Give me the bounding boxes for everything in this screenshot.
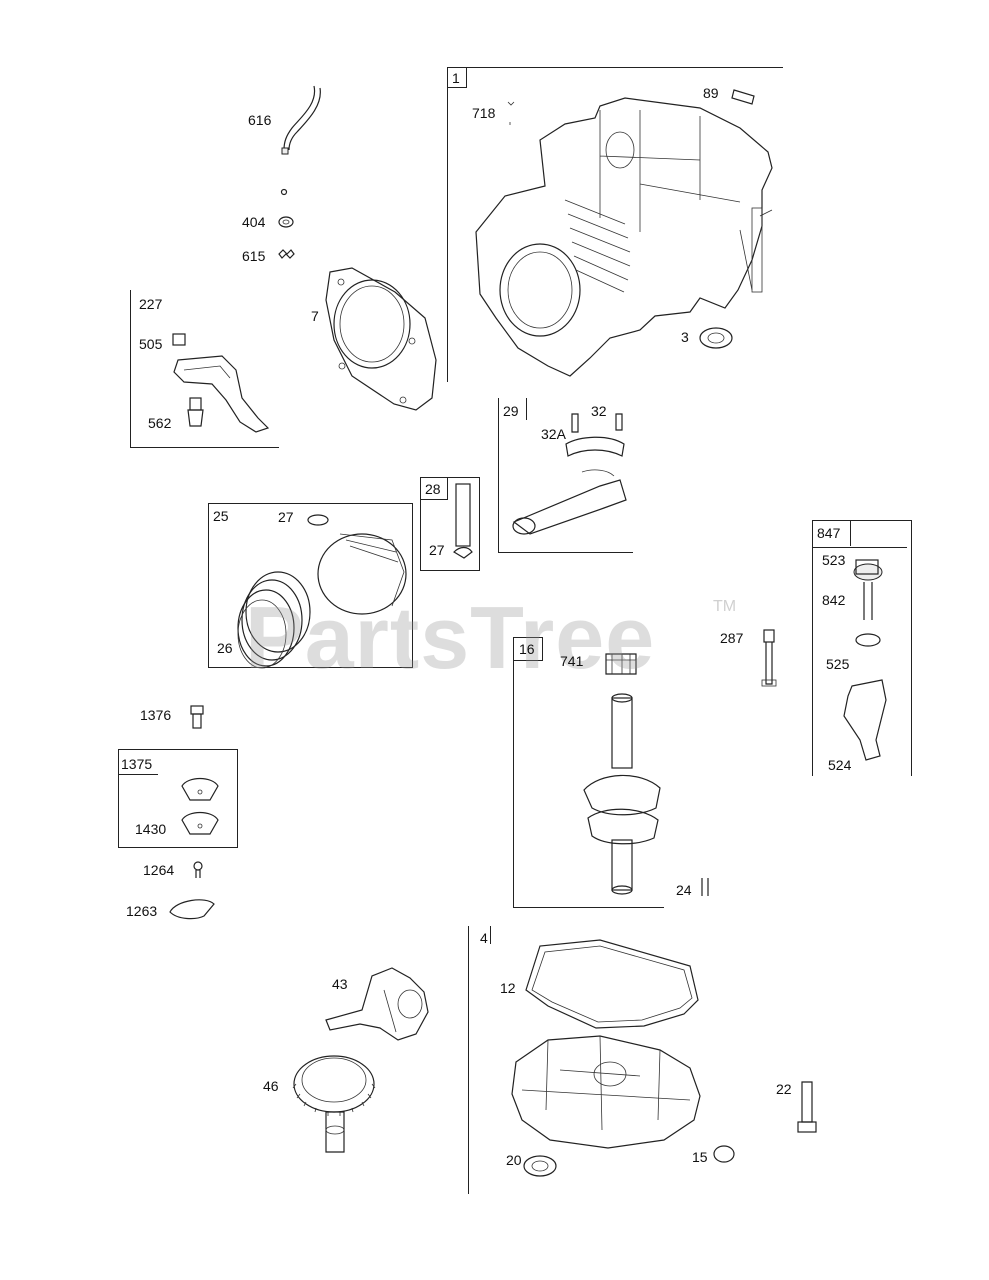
group-box-847-divider	[812, 547, 907, 548]
callout-15: 15	[692, 1149, 708, 1165]
callout-16: 16	[519, 641, 535, 657]
callout-1376: 1376	[140, 707, 172, 723]
callout-7: 7	[311, 308, 319, 324]
watermark: PartsTree	[245, 588, 656, 687]
oil-fill-847	[843, 559, 887, 761]
group-box-847-tag	[812, 520, 851, 546]
screw-1264	[193, 861, 203, 878]
piston-25	[237, 514, 407, 669]
callout-842: 842	[822, 592, 846, 608]
connecting-rod-29	[512, 413, 627, 535]
callout-1264: 1264	[143, 862, 175, 878]
callout-20: 20	[506, 1152, 522, 1168]
callout-32a: 32A	[541, 426, 566, 442]
crankshaft-16	[583, 653, 709, 896]
group-box-1-tag	[447, 67, 467, 88]
clamp-615	[278, 249, 295, 259]
group-box-29-tag	[498, 398, 527, 420]
callout-524: 524	[828, 757, 852, 773]
callout-847: 847	[817, 525, 841, 541]
group-box-4	[468, 926, 469, 1194]
seal-404	[278, 216, 294, 228]
callout-24: 24	[676, 882, 692, 898]
group-box-16	[513, 637, 664, 908]
callout-1430: 1430	[135, 821, 167, 837]
callout-287: 287	[720, 630, 744, 646]
callout-1375: 1375	[121, 756, 153, 772]
callout-562: 562	[148, 415, 172, 431]
sump-4	[511, 939, 735, 1177]
bolt-287	[761, 629, 777, 687]
dipstick-tube-616	[280, 85, 321, 196]
bolt-22	[797, 1081, 817, 1133]
governor-43	[325, 967, 429, 1041]
callout-29: 29	[503, 403, 519, 419]
group-box-227	[130, 290, 279, 448]
callout-27-piston: 27	[278, 509, 294, 525]
callout-615: 615	[242, 248, 266, 264]
callout-718: 718	[472, 105, 496, 121]
callout-227: 227	[139, 296, 163, 312]
cam-gear-46	[292, 1055, 376, 1153]
cylinder-block-1	[475, 89, 773, 377]
group-box-29	[498, 398, 633, 553]
group-box-1375	[118, 749, 238, 848]
breather-1375	[181, 777, 219, 835]
callout-22: 22	[776, 1081, 792, 1097]
callout-27-pin: 27	[429, 542, 445, 558]
callout-1: 1	[452, 70, 460, 86]
callout-46: 46	[263, 1078, 279, 1094]
callout-89: 89	[703, 85, 719, 101]
group-box-16-tag	[513, 637, 543, 661]
cover-1263	[169, 899, 215, 920]
callout-25: 25	[213, 508, 229, 524]
callout-12: 12	[500, 980, 516, 996]
callout-32: 32	[591, 403, 607, 419]
group-box-847	[812, 520, 912, 776]
group-box-28	[420, 477, 480, 571]
callout-28: 28	[425, 481, 441, 497]
group-box-1375-divider	[118, 774, 158, 775]
callout-523: 523	[822, 552, 846, 568]
callout-404: 404	[242, 214, 266, 230]
callout-43: 43	[332, 976, 348, 992]
callout-4: 4	[480, 930, 488, 946]
group-box-1	[447, 67, 448, 382]
group-box-28-tag	[420, 477, 448, 500]
callout-525: 525	[826, 656, 850, 672]
head-gasket-7	[325, 267, 437, 411]
callout-741: 741	[560, 653, 584, 669]
callout-26: 26	[217, 640, 233, 656]
callout-3: 3	[681, 329, 689, 345]
watermark-trademark: TM	[713, 598, 737, 615]
callout-1263: 1263	[126, 903, 158, 919]
callout-616: 616	[248, 112, 272, 128]
group-box-1-top	[447, 67, 783, 68]
group-box-25	[208, 503, 413, 668]
callout-505: 505	[139, 336, 163, 352]
bolt-1376	[190, 705, 204, 729]
bracket-227	[172, 333, 270, 433]
group-box-4-tag	[468, 926, 491, 944]
piston-pin-28	[453, 483, 473, 559]
